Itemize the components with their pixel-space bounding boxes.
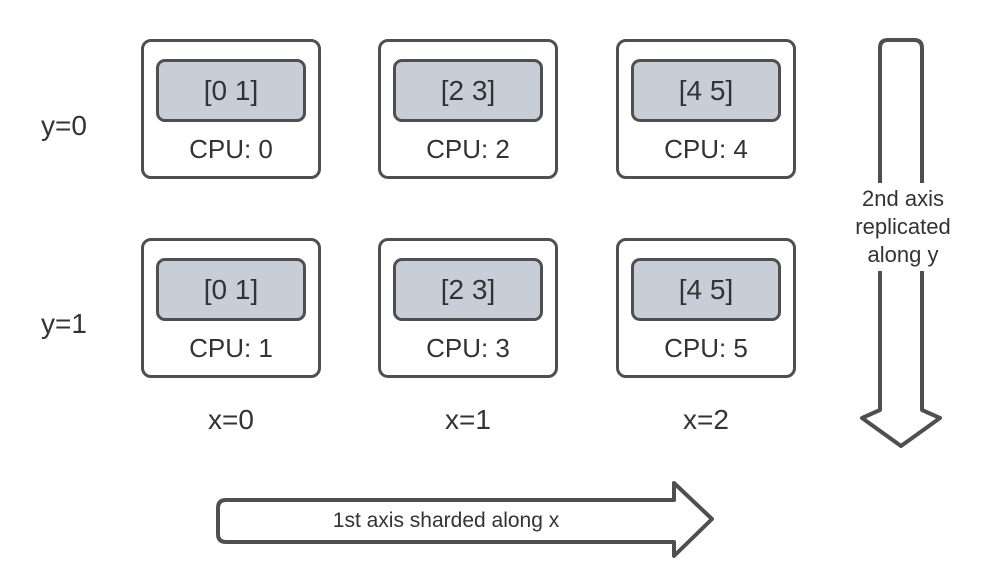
col-label-x0: x=0 <box>208 404 254 435</box>
shard-data: [4 5] <box>631 258 781 321</box>
cpu-label: CPU: 1 <box>189 333 273 363</box>
cpu-label: CPU: 0 <box>189 134 273 164</box>
shard-data: [2 3] <box>393 59 543 122</box>
cpu-label: CPU: 5 <box>664 333 748 363</box>
row-label-y0: y=0 <box>41 110 87 141</box>
x-axis-arrow-label: 1st axis sharded along x <box>332 509 560 532</box>
y-axis-arrow-label: 2nd axis replicated along y <box>838 183 968 271</box>
device-box-cpu4: [4 5] CPU: 4 <box>616 39 796 179</box>
device-box-cpu3: [2 3] CPU: 3 <box>378 238 558 378</box>
cpu-label: CPU: 2 <box>426 134 510 164</box>
col-label-x2: x=2 <box>683 404 729 435</box>
device-box-cpu2: [2 3] CPU: 2 <box>378 39 558 179</box>
shard-data: [2 3] <box>393 258 543 321</box>
right-arrow-icon <box>216 481 714 558</box>
col-label-x1: x=1 <box>445 404 491 435</box>
cpu-label: CPU: 4 <box>664 134 748 164</box>
row-label-y1: y=1 <box>41 308 87 339</box>
shard-data: [0 1] <box>156 59 306 122</box>
device-box-cpu1: [0 1] CPU: 1 <box>141 238 321 378</box>
device-box-cpu5: [4 5] CPU: 5 <box>616 238 796 378</box>
cpu-label: CPU: 3 <box>426 333 510 363</box>
device-box-cpu0: [0 1] CPU: 0 <box>141 39 321 179</box>
shard-data: [4 5] <box>631 59 781 122</box>
shard-data: [0 1] <box>156 258 306 321</box>
